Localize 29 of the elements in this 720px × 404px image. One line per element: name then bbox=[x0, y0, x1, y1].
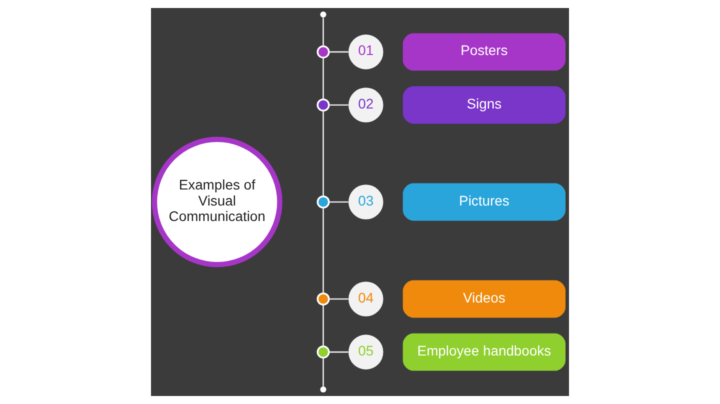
node-circle: 03 bbox=[348, 184, 384, 220]
connector bbox=[328, 298, 348, 300]
node-circle bbox=[316, 98, 330, 112]
node-circle: 01 bbox=[348, 34, 384, 70]
connector bbox=[322, 208, 324, 294]
connector bbox=[322, 304, 324, 346]
connector bbox=[322, 358, 324, 386]
node-box: Pictures bbox=[402, 183, 566, 221]
node-circle: 02 bbox=[348, 88, 384, 122]
node-circle: 05 bbox=[348, 334, 384, 370]
connector bbox=[322, 58, 324, 100]
connector bbox=[328, 104, 348, 106]
node-circle bbox=[316, 346, 330, 359]
connector bbox=[328, 201, 348, 203]
node-circle bbox=[320, 11, 326, 18]
connector bbox=[322, 18, 324, 46]
node-circle bbox=[316, 292, 330, 306]
node-circle: Examples of Visual Communication bbox=[152, 136, 282, 268]
connector bbox=[328, 51, 348, 53]
node-box: Posters bbox=[402, 33, 566, 71]
node-circle bbox=[316, 45, 330, 58]
node-box: Signs bbox=[402, 86, 566, 124]
connector bbox=[328, 351, 348, 353]
connector bbox=[322, 110, 324, 196]
node-circle: 04 bbox=[348, 282, 384, 316]
node-circle bbox=[316, 195, 330, 209]
node-box: Videos bbox=[402, 280, 566, 318]
node-circle bbox=[320, 386, 326, 393]
node-box: Employee handbooks bbox=[402, 333, 566, 371]
